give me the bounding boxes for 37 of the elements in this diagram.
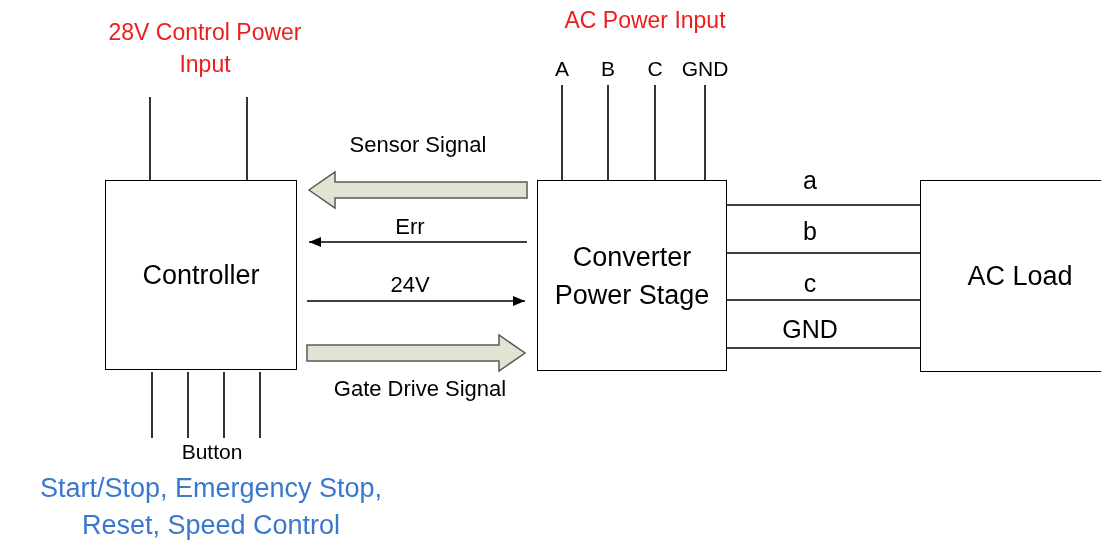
note-text: 28V Control Power Input (107, 18, 303, 79)
block-box: AC Load (920, 180, 1101, 372)
signal-name: B (592, 55, 624, 83)
arrow (306, 296, 526, 306)
connector-line (726, 299, 921, 301)
edge-label: b (802, 216, 818, 246)
connector-line (259, 371, 261, 439)
connector-line (223, 371, 225, 439)
edge-label: Gate Drive Signal (332, 375, 508, 403)
signal-name: C (639, 55, 671, 83)
connector-line (561, 84, 563, 181)
connector-line (654, 84, 656, 181)
connector-line (704, 84, 706, 181)
edge-label: Err (394, 213, 426, 240)
edge-label: a (802, 165, 818, 195)
note-text: AC Power Input (563, 6, 727, 35)
block-arrow (306, 333, 527, 373)
connector-line (149, 96, 151, 181)
connector-line (726, 252, 921, 254)
note-text: Start/Stop, Emergency Stop, Reset, Speed Control (38, 472, 384, 542)
edge-label: c (802, 268, 818, 298)
connector-line (187, 371, 189, 439)
edge-label: 24V (389, 271, 431, 298)
block-box: Controller (105, 180, 297, 370)
connector-line (151, 371, 153, 439)
connector-line (726, 204, 921, 206)
signal-name: A (546, 55, 578, 83)
edge-label: GND (781, 314, 839, 345)
arrow (308, 237, 528, 247)
connector-line (246, 96, 248, 181)
block-arrow (307, 170, 528, 210)
connector-line (607, 84, 609, 181)
block-box: Converter Power Stage (537, 180, 727, 371)
connector-line (726, 347, 921, 349)
signal-name: GND (680, 55, 730, 83)
signal-name: Button (162, 438, 262, 466)
edge-label: Sensor Signal (348, 131, 488, 159)
